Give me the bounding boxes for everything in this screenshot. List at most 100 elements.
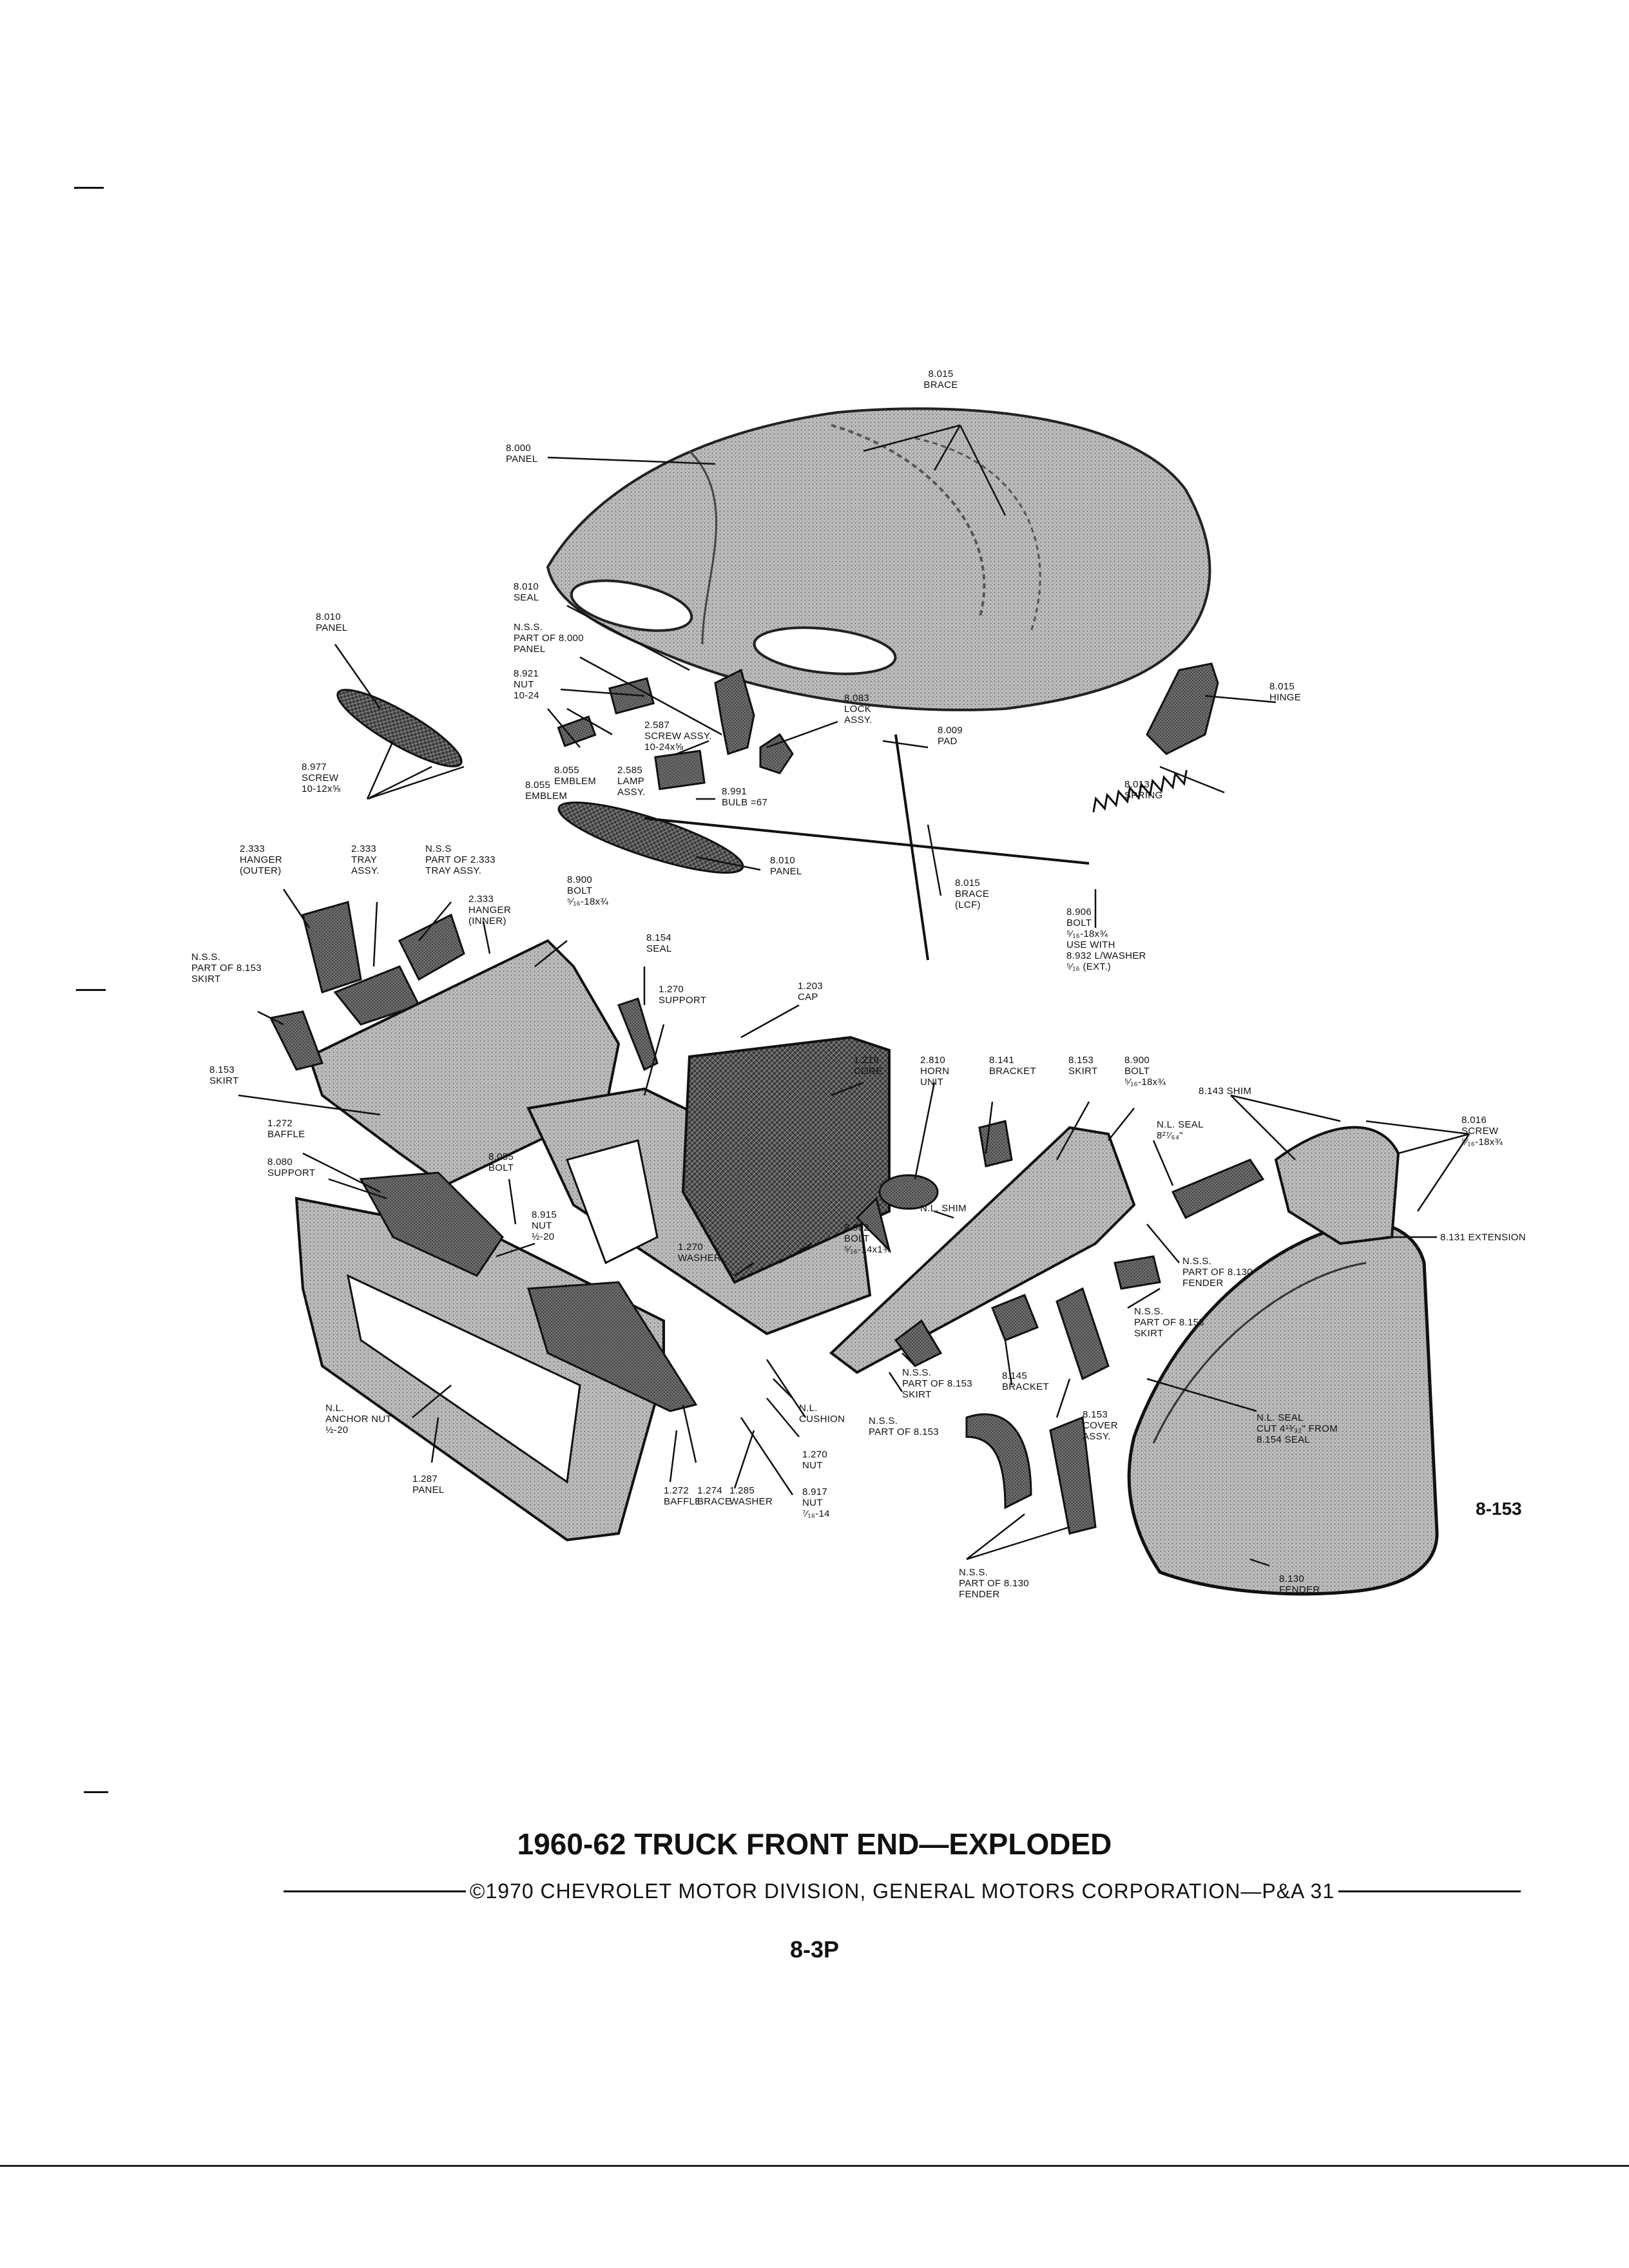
- callout-line: SCREW: [1461, 1126, 1499, 1137]
- callout-line: 1.274: [697, 1485, 722, 1496]
- callout-line: 8.013: [1124, 779, 1150, 790]
- callout-line: 8.145: [1002, 1370, 1027, 1381]
- callout-line: FENDER: [1182, 1278, 1223, 1289]
- callout-line: N.S.S: [425, 843, 452, 854]
- callout-line: 8.085: [488, 1151, 514, 1162]
- callout-line: BRACE: [923, 380, 958, 390]
- callout-line: 2.333: [240, 843, 265, 854]
- callout-line: N.L. SEAL: [1157, 1119, 1204, 1130]
- fender-inner-pieces: [965, 1413, 1097, 1535]
- callout-c51: N.L.CUSHION: [799, 1403, 845, 1425]
- callout-line: 1.270: [659, 984, 684, 995]
- callout-line: (LCF): [955, 899, 981, 910]
- callout-line: N.S.S.: [1182, 1256, 1211, 1267]
- callout-line: ASSY.: [844, 715, 872, 726]
- callout-line: TRAY: [351, 854, 377, 865]
- callout-line: N.S.S.: [1134, 1306, 1163, 1317]
- callout-line: FENDER: [959, 1589, 999, 1600]
- callout-line: 8.932 L/WASHER: [1066, 950, 1146, 961]
- callout-line: 8.130: [1279, 1573, 1304, 1584]
- page-title: 1960-62 TRUCK FRONT END—EXPLODED: [517, 1827, 1112, 1861]
- callout-line: SCREW: [302, 773, 339, 783]
- callout-line: SPRING: [1124, 790, 1162, 801]
- callout-line: N.L.: [325, 1403, 344, 1414]
- callout-line: PART OF 8.153: [869, 1427, 939, 1437]
- callout-c42: N.L. SHIM: [920, 1203, 967, 1214]
- callout-line: SKIRT: [1134, 1328, 1163, 1339]
- callout-line: 8.977: [302, 762, 327, 773]
- callout-line: 1.219: [854, 1055, 879, 1066]
- callout-line: SEAL: [514, 592, 539, 603]
- callout-line: HANGER: [468, 905, 511, 916]
- callout-line: PANEL: [770, 866, 802, 877]
- right-skirt: [829, 1126, 1136, 1374]
- callout-line: 8.131 EXTENSION: [1440, 1232, 1526, 1243]
- callout-line: 8.009: [938, 725, 963, 736]
- callout-line: N.S.S.: [514, 622, 543, 633]
- callout-line: 8.080: [267, 1157, 293, 1168]
- copyright-rule-right: [1338, 1890, 1521, 1892]
- callout-line: 8.906: [1066, 907, 1092, 918]
- callout-line: CUT 4¹³⁄₃₂" FROM: [1257, 1423, 1338, 1434]
- callout-line: N.L. SHIM: [920, 1203, 967, 1214]
- callout-line: 8.083: [844, 693, 869, 704]
- callout-line: 1.285: [729, 1485, 755, 1496]
- callout-line: 8.010: [514, 581, 539, 592]
- callout-line: PART OF 8.000: [514, 633, 584, 644]
- callout-line: N.S.S.: [869, 1416, 898, 1427]
- callout-line: NUT: [514, 679, 534, 690]
- page-number: 8-3P: [789, 1936, 840, 1963]
- callout-line: SKIRT: [209, 1075, 238, 1086]
- callout-line: ⁵⁄₁₆-18x¾: [1461, 1137, 1503, 1148]
- callout-line: 8.900: [1124, 1055, 1150, 1066]
- callout-line: PAD: [938, 736, 958, 747]
- callout-line: BAFFLE: [664, 1496, 701, 1507]
- callout-line: 8.991: [722, 786, 747, 797]
- callout-line: 2.587: [644, 720, 670, 731]
- emblem-lamp-assembly: [557, 677, 706, 791]
- callout-line: PART OF 8.153: [191, 963, 262, 974]
- callout-line: 8.143 SHIM: [1199, 1086, 1251, 1097]
- callout-line: 8.153: [1068, 1055, 1094, 1066]
- copyright-row: ©1970 CHEVROLET MOTOR DIVISION, GENERAL …: [284, 1878, 1521, 1904]
- callout-line: 2.585: [617, 765, 642, 776]
- callout-line: BOLT: [844, 1233, 869, 1244]
- callout-line: 8.055: [525, 780, 550, 791]
- callout-line: 2.810: [920, 1055, 945, 1066]
- margin-tick-bottom: [84, 1791, 108, 1793]
- grille-panel: [294, 1196, 665, 1542]
- margin-tick-top: [74, 187, 104, 189]
- callout-line: PART OF 2.333: [425, 854, 496, 865]
- callout-line: UNIT: [920, 1077, 943, 1088]
- callout-line: PART OF 8.130: [959, 1578, 1029, 1589]
- hood-emblem-left: [336, 689, 463, 767]
- callout-line: SUPPORT: [267, 1168, 315, 1178]
- copyright-rule-left: [284, 1890, 466, 1892]
- callout-line: 8.141: [989, 1055, 1014, 1066]
